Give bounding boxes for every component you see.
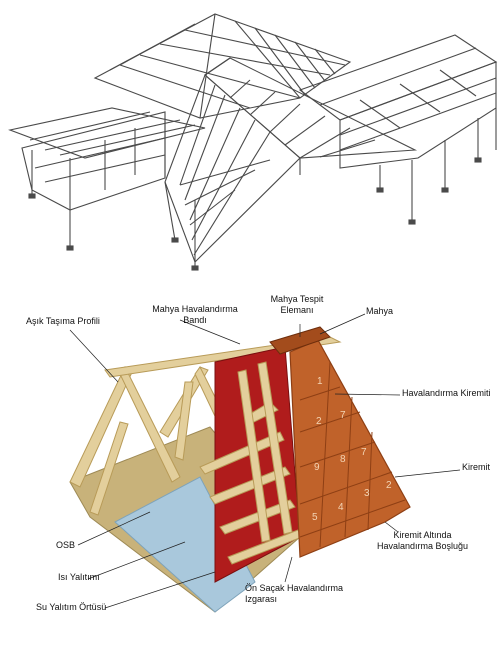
central-roof-frame (93, 13, 352, 119)
label-waterproof: Su Yalıtım Örtüsü (36, 602, 107, 612)
tile-number: 7 (361, 447, 367, 458)
steel-frame-drawing (8, 13, 498, 271)
ridge-tile (269, 326, 331, 355)
counter-battens (237, 361, 293, 543)
label-line: Elemanı (280, 305, 314, 315)
steel-frame-illustration (0, 0, 504, 282)
left-wing-frame (8, 107, 206, 248)
roof-tiles (289, 339, 411, 558)
label-line: Kiremit Altında (393, 530, 452, 540)
label-insulation: Isı Yalıtımı (58, 572, 100, 582)
tile-number: 7 (340, 410, 346, 421)
label-line: Izgarası (245, 594, 278, 604)
label-line: Ön Saçak Havalandırma (245, 583, 344, 593)
label-line: Mahya Havalandırma (152, 304, 238, 314)
label-under-tile-gap: Kiremit Altında Havalandırma Boşluğu (365, 530, 480, 552)
label-line: Mahya Tespit (270, 294, 324, 304)
label-osb: OSB (56, 540, 76, 550)
label-ridge-fixing: Mahya Tespit Elemanı (260, 294, 334, 316)
tile-number: 9 (314, 462, 320, 473)
label-ridge-vent-band: Mahya Havalandırma Bandı (140, 304, 250, 326)
label-tile: Kiremit (462, 462, 491, 472)
front-gable-frame (164, 57, 418, 268)
label-line: Bandı (183, 315, 207, 325)
battens (199, 401, 303, 565)
tile-number: 2 (316, 416, 322, 427)
roof-layers-drawing: 1 2 7 9 8 7 5 4 3 2 (69, 313, 461, 613)
label-eave-grille: Ön Saçak Havalandırma Izgarası (245, 583, 343, 605)
label-asik-profile: Aşık Taşıma Profili (26, 316, 100, 326)
tile-number: 8 (340, 454, 346, 465)
tile-number: 3 (364, 488, 370, 499)
tile-grooves (299, 361, 406, 548)
tile-number: 5 (312, 512, 318, 523)
tile-number: 1 (317, 376, 323, 387)
right-wing-frame (298, 34, 498, 222)
roof-layers-illustration: 1 2 7 9 8 7 5 4 3 2 Aşık Taşıma Profili (0, 282, 504, 650)
label-ridge: Mahya (366, 306, 394, 316)
label-line: Havalandırma Boşluğu (376, 541, 469, 551)
column-feet (28, 157, 482, 271)
leader-lines (69, 313, 461, 609)
tile-number: 2 (386, 480, 392, 491)
label-vent-tile: Havalandırma Kiremiti (402, 388, 491, 398)
tile-number: 4 (338, 502, 344, 513)
